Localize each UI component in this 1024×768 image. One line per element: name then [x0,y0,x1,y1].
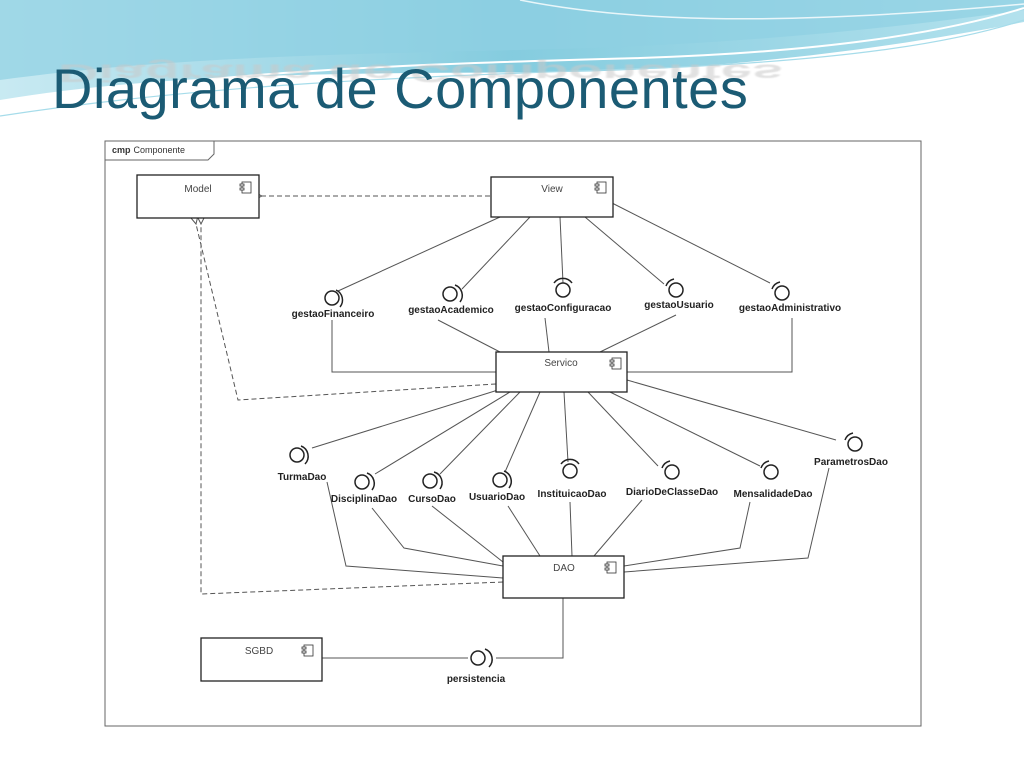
component-servico: Servico [495,351,628,393]
interface-label: ParametrosDao [814,457,888,468]
interface-label: gestaoUsuario [644,300,713,311]
frame-tab [105,141,215,161]
component-servico-label: Servico [544,358,578,369]
component-icon [301,644,314,657]
interface-TurmaDao: TurmaDao [278,445,327,483]
interface-label: gestaoConfiguracao [515,303,612,314]
interface-DiarioDeClasseDao: DiarioDeClasseDao [626,460,718,498]
interface-label: gestaoFinanceiro [292,309,375,320]
interface-persistencia: persistencia [447,648,506,685]
component-sgbd-label: SGBD [245,646,273,657]
frame-keyword: cmp [112,145,131,155]
frame-name: Componente [134,145,186,155]
interface-label: InstituicaoDao [538,489,607,500]
diagram-frame [104,140,922,727]
component-model: Model [136,174,260,219]
interface-label: gestaoAdministrativo [739,303,841,314]
component-dao-label: DAO [553,563,575,574]
interface-gestaoAcademico: gestaoAcademico [408,284,494,316]
interface-DisciplinaDao: DisciplinaDao [331,472,397,505]
interface-CursoDao: CursoDao [408,471,456,505]
slide-title: Diagrama de Componentes [52,57,749,120]
component-view-label: View [541,184,563,195]
component-dao: DAO [502,555,625,599]
interface-label: persistencia [447,674,506,685]
interface-label: gestaoAcademico [408,305,494,316]
interface-label: DiarioDeClasseDao [626,487,718,498]
interface-MensalidadeDao: MensalidadeDao [734,460,813,500]
component-icon [594,181,607,194]
component-icon [604,561,617,574]
component-icon [239,181,252,194]
interface-gestaoFinanceiro: gestaoFinanceiro [292,289,375,320]
interface-InstituicaoDao: InstituicaoDao [538,458,607,500]
interface-gestaoConfiguracao: gestaoConfiguracao [515,277,612,314]
interface-label: DisciplinaDao [331,494,397,505]
interface-label: TurmaDao [278,472,327,483]
component-sgbd: SGBD [200,637,323,682]
interface-UsuarioDao: UsuarioDao [469,470,525,503]
interface-label: CursoDao [408,494,456,505]
header-wave-decoration [0,0,1024,117]
interface-ParametrosDao: ParametrosDao [814,432,888,468]
interface-label: UsuarioDao [469,492,525,503]
interface-gestaoUsuario: gestaoUsuario [644,278,714,311]
component-view: View [490,176,614,218]
component-icon [609,357,622,370]
interface-label: MensalidadeDao [734,489,813,500]
component-model-label: Model [184,184,211,195]
interface-gestaoAdministrativo: gestaoAdministrativo [739,281,841,314]
